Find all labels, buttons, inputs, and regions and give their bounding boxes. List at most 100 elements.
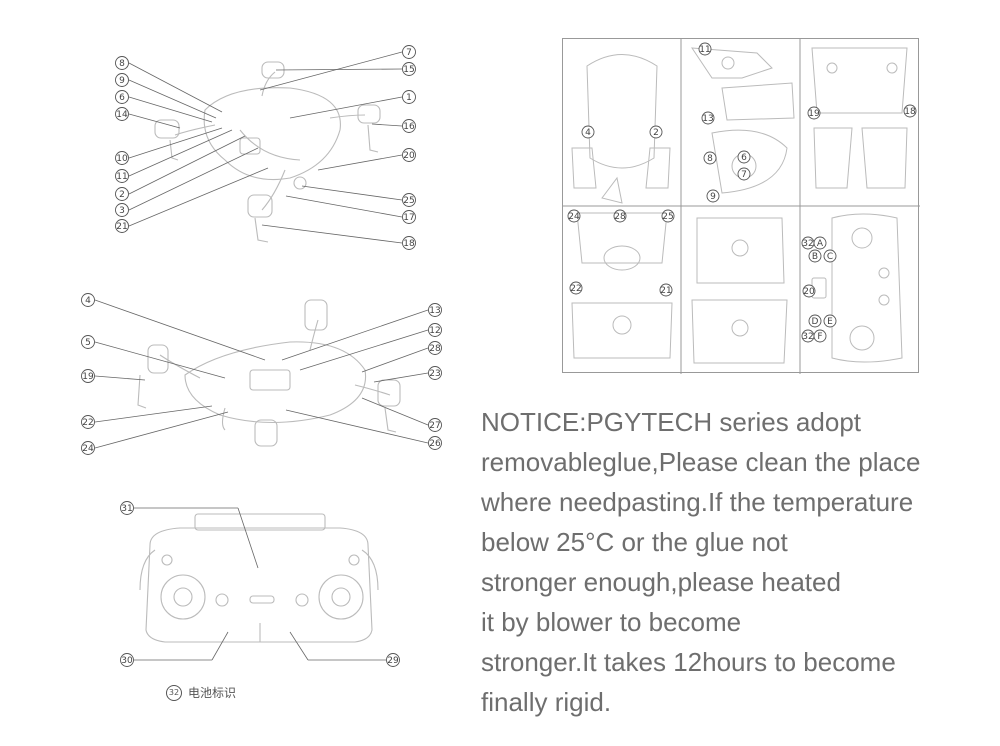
callout-circle <box>802 284 816 298</box>
callout-marker: 19 <box>807 106 821 120</box>
callout-circle <box>661 209 675 223</box>
notice-line: below 25°C or the glue not <box>481 527 788 557</box>
callout-number: 6 <box>741 153 747 163</box>
callout-marker: 22 <box>81 415 95 429</box>
notice-text: NOTICE:PGYTECH series adopt removableglu… <box>481 402 981 722</box>
callout-number: 19 <box>82 372 94 382</box>
callout-circle <box>703 151 717 165</box>
callout-circle <box>120 653 134 667</box>
callout-marker: 9 <box>115 73 129 87</box>
callout-marker: 6 <box>115 90 129 104</box>
callout-number: 3 <box>119 206 125 216</box>
notice-line: finally rigid. <box>481 687 612 717</box>
callout-number: A <box>817 239 824 249</box>
caption-number: 32 <box>166 684 182 701</box>
callout-marker: 28 <box>613 209 627 223</box>
callout-circle <box>115 203 129 217</box>
callout-circle <box>428 436 442 450</box>
callout-number: 16 <box>403 122 415 132</box>
callout-number: 32 <box>802 239 813 249</box>
callout-number: 18 <box>403 239 415 249</box>
callout-marker: 8 <box>703 151 717 165</box>
callout-marker: 26 <box>428 436 442 450</box>
callout-number: 1 <box>406 93 412 103</box>
callout-marker: 9 <box>706 189 720 203</box>
callout-marker: 5 <box>81 335 95 349</box>
callout-circle <box>428 341 442 355</box>
callout-number: 30 <box>121 656 133 666</box>
callout-circle <box>808 249 822 263</box>
callout-circle <box>659 283 673 297</box>
callout-circle <box>428 303 442 317</box>
callout-circle <box>115 73 129 87</box>
callout-number: 29 <box>387 656 399 666</box>
remote-controller-diagram: 31 30 29 <box>120 501 400 667</box>
callout-number: 31 <box>121 504 132 514</box>
callout-marker: E <box>823 314 837 328</box>
callout-marker: 4 <box>581 125 595 139</box>
callout-marker: C <box>823 249 837 263</box>
callout-number: 12 <box>429 326 440 336</box>
callout-circle <box>428 366 442 380</box>
callout-marker: 19 <box>81 369 95 383</box>
callout-marker: A <box>813 236 827 250</box>
callout-circle <box>402 62 416 76</box>
callout-number: 4 <box>85 296 91 306</box>
callout-marker: 31 <box>120 501 134 515</box>
callout-circle <box>613 209 627 223</box>
callout-marker: 27 <box>428 418 442 432</box>
notice-line: where needpasting.If the temperature <box>481 487 914 517</box>
callout-marker: 4 <box>81 293 95 307</box>
callout-number: 19 <box>808 109 820 119</box>
callout-number: 22 <box>82 418 93 428</box>
callout-circle <box>402 236 416 250</box>
callout-number: 21 <box>660 286 671 296</box>
callout-marker: 23 <box>428 366 442 380</box>
callout-marker: 6 <box>737 150 751 164</box>
callout-marker: F <box>813 329 827 343</box>
callout-circle <box>813 329 827 343</box>
callout-marker: 32 <box>801 236 815 250</box>
callout-number: 2 <box>119 190 125 200</box>
callout-marker: 13 <box>428 303 442 317</box>
callout-number: 20 <box>803 287 815 297</box>
callout-circle <box>402 193 416 207</box>
callout-circle <box>428 418 442 432</box>
callout-circle <box>115 151 129 165</box>
callout-number: 14 <box>116 110 128 120</box>
callout-number: 25 <box>662 212 673 222</box>
callout-marker: 25 <box>661 209 675 223</box>
caption-text: 电池标识 <box>188 686 237 700</box>
callout-circle <box>120 501 134 515</box>
callout-marker: 15 <box>402 62 416 76</box>
callout-number: F <box>817 332 822 342</box>
callout-marker: 20 <box>802 284 816 298</box>
callout-marker: 18 <box>903 104 917 118</box>
callout-number: 5 <box>85 338 91 348</box>
callout-marker: 30 <box>120 653 134 667</box>
callout-number: 23 <box>429 369 440 379</box>
callout-marker: 22 <box>569 281 583 295</box>
callout-circle <box>115 90 129 104</box>
callout-number: 32 <box>802 332 813 342</box>
callout-circle <box>567 209 581 223</box>
callout-circle <box>81 415 95 429</box>
callout-circle <box>823 249 837 263</box>
callout-number: 18 <box>904 107 916 117</box>
callout-marker: 21 <box>115 219 129 233</box>
callout-circle <box>402 45 416 59</box>
callout-circle <box>402 119 416 133</box>
callout-circle <box>823 314 837 328</box>
callout-number: 24 <box>82 444 94 454</box>
callout-number: 22 <box>570 284 581 294</box>
callout-number: 20 <box>403 151 415 161</box>
callout-number: 11 <box>116 172 127 182</box>
callout-number: 7 <box>406 48 412 58</box>
callout-number: 9 <box>119 76 125 86</box>
callout-number: 27 <box>429 421 440 431</box>
callout-marker: 14 <box>115 107 129 121</box>
callout-circle <box>737 150 751 164</box>
callout-number: 2 <box>653 128 659 138</box>
